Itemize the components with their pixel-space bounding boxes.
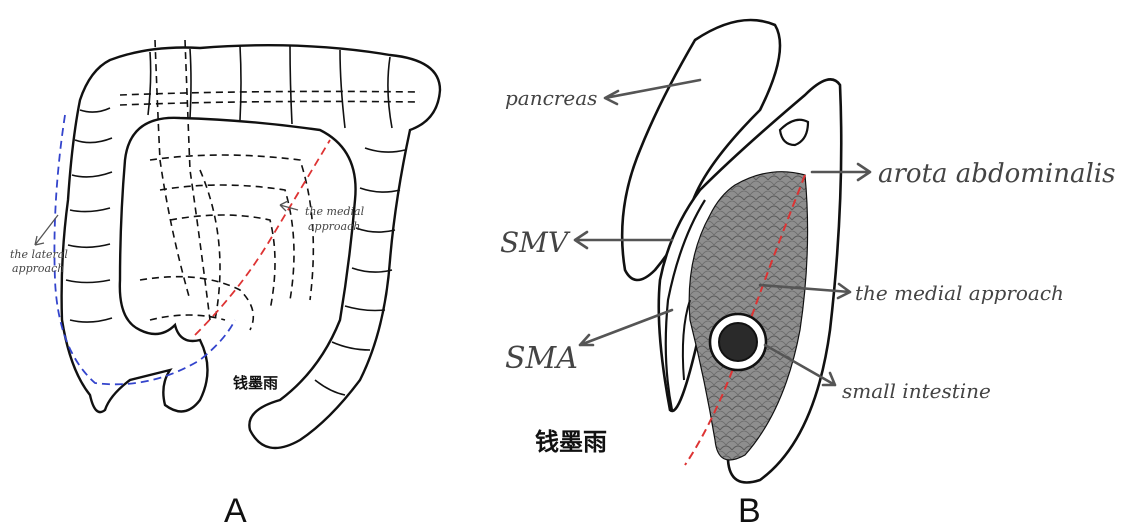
medial-approach-line: [195, 140, 330, 335]
mesentery-lines: [120, 40, 420, 330]
small-intestine-inner: [719, 323, 757, 361]
lateral-approach-line: [54, 115, 235, 384]
panel-b-signature: 钱墨雨: [535, 428, 607, 456]
panel-b-letter: B: [738, 492, 761, 529]
small-intestine-label: small intestine: [842, 379, 991, 403]
smv-label: SMV: [500, 226, 571, 259]
panel-a-letter: A: [224, 492, 247, 529]
pancreas-label: pancreas: [505, 86, 597, 110]
medial-label-line2: approach: [308, 220, 360, 233]
medial-label-line1: the medial: [305, 205, 365, 218]
aorta-label: arota abdominalis: [878, 159, 1115, 189]
lateral-label-arrow: [35, 215, 58, 245]
lateral-label-line1: the lateral: [10, 248, 68, 261]
panel-a-signature: 钱墨雨: [233, 374, 278, 392]
lateral-label-line2: approach: [12, 262, 64, 275]
medial-approach-label: the medial approach: [855, 281, 1064, 305]
sma-label: SMA: [505, 341, 578, 376]
panel-b: pancreas arota abdominalis SMV the media…: [500, 20, 1115, 529]
panel-a: the lateral approach the medial approach…: [10, 40, 440, 529]
